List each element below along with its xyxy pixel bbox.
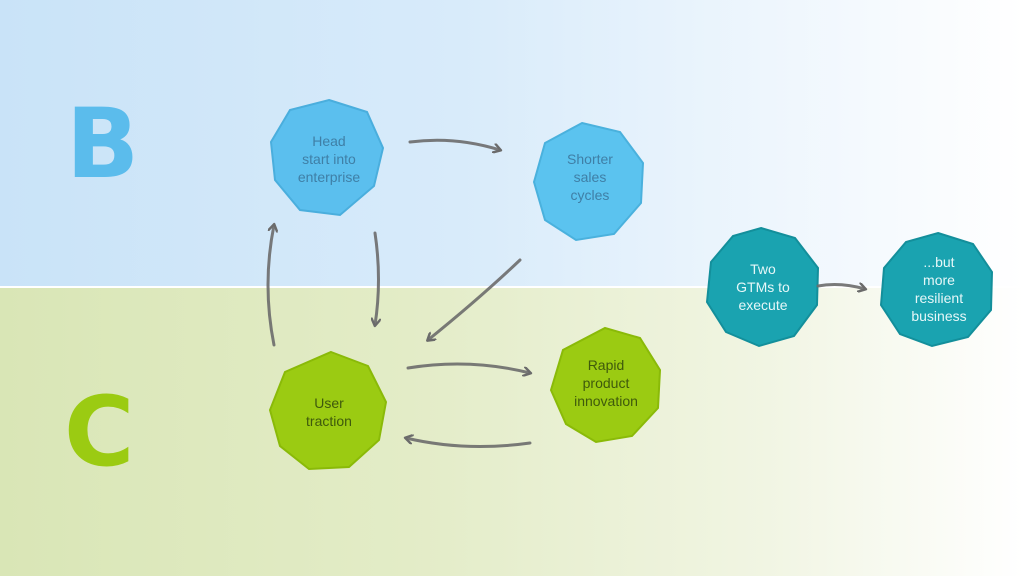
- arrow-head-start-to-shorter-sales: [408, 138, 500, 150]
- node-rapid-innovation-label: Rapid product innovation: [574, 357, 638, 409]
- node-resilient-label: ...but more resilient business: [911, 254, 967, 324]
- arrow-two-gtms-to-resilient: [816, 285, 865, 289]
- node-head-start-label: Head start into enterprise: [297, 133, 361, 185]
- arrow-user-traction-to-head-start: [266, 225, 274, 347]
- node-user-traction-shape: [268, 350, 388, 471]
- arrow-shorter-sales-to-user-traction: [428, 258, 522, 340]
- band-divider: [0, 286, 1024, 288]
- node-two-gtms-shape: [705, 226, 820, 348]
- arrow-user-traction-to-rapid-innovation: [406, 362, 530, 373]
- node-resilient-shape: [879, 231, 994, 348]
- node-two-gtms-label: Two GTMs to execute: [736, 261, 790, 313]
- node-user-traction-label: User traction: [306, 395, 352, 429]
- node-shorter-sales-shape: [532, 121, 645, 242]
- arrow-rapid-innovation-to-user-traction: [406, 438, 532, 449]
- segment-label-c: C: [64, 376, 134, 488]
- node-head-start-shape: [269, 98, 385, 217]
- arrow-head-start-to-user-traction: [375, 231, 379, 325]
- b-band-background: [0, 0, 1024, 287]
- node-rapid-innovation-shape: [549, 326, 662, 444]
- segment-label-b: B: [66, 88, 139, 200]
- node-shorter-sales-label: Shorter sales cycles: [567, 151, 613, 203]
- c-band-background: [0, 287, 1024, 576]
